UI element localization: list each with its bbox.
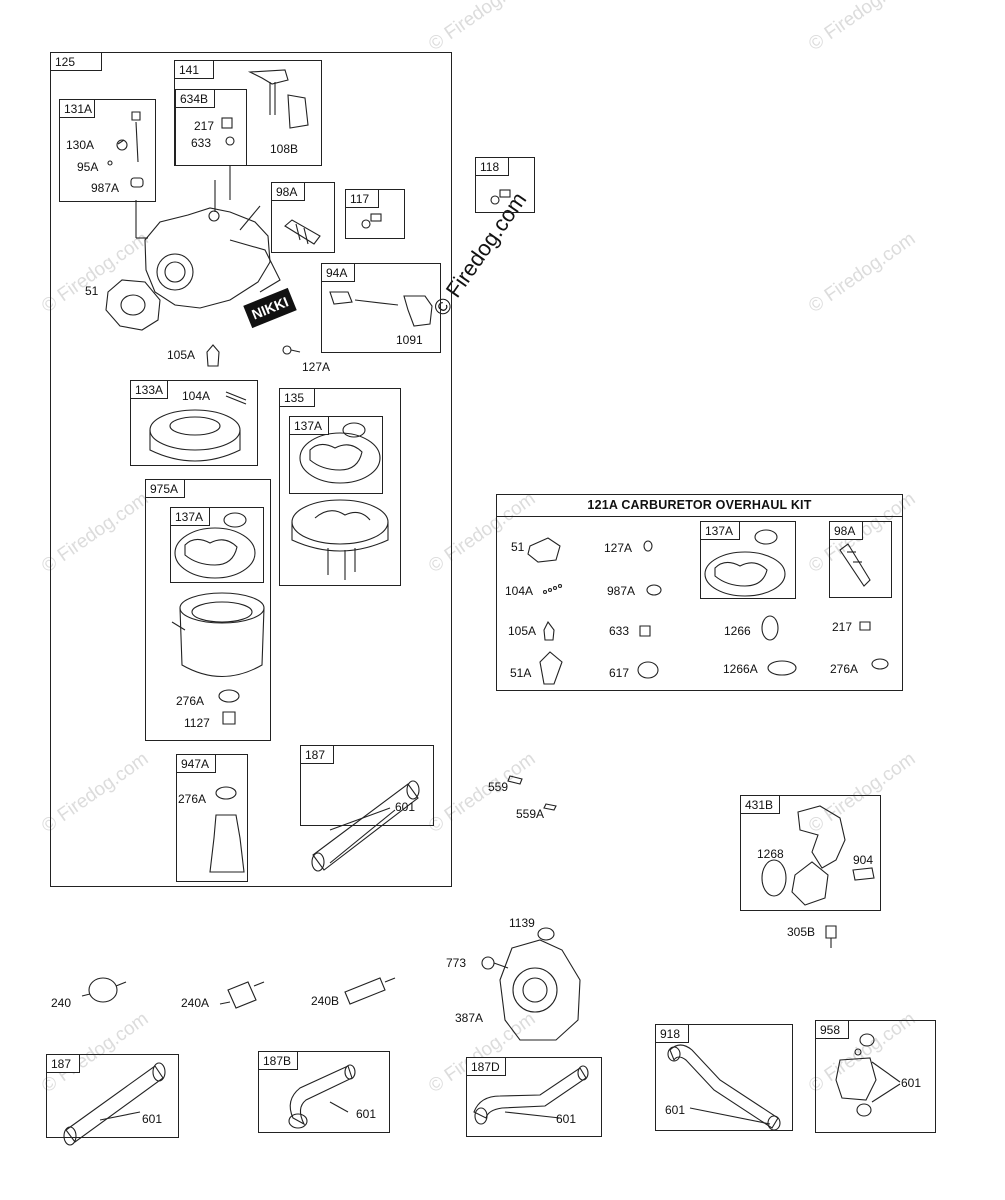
group-tag: 131A xyxy=(59,99,95,118)
group-137A: 137A xyxy=(170,507,264,583)
part-label: 559A xyxy=(516,807,545,821)
group-918: 918 xyxy=(655,1024,793,1131)
kit-item-label: 1266 xyxy=(724,624,751,638)
part-label: 276A xyxy=(176,694,205,708)
part-label: 601 xyxy=(665,1103,686,1117)
group-634B: 634B xyxy=(175,89,247,166)
group-tag: 137A xyxy=(289,416,329,435)
group-98A: 98A xyxy=(271,182,335,253)
group-tag: 137A xyxy=(700,521,740,540)
group-tag: 135 xyxy=(279,388,315,407)
part-label: 95A xyxy=(77,160,99,174)
group-187: 187 xyxy=(300,745,434,826)
group-125: 125 xyxy=(50,52,452,887)
group-947A: 947A xyxy=(176,754,248,882)
kit-item-label: 617 xyxy=(609,666,630,680)
part-label: 276A xyxy=(178,792,207,806)
group-tag: 634B xyxy=(175,89,215,108)
group-tag: 187 xyxy=(46,1054,80,1073)
group-tag: 431B xyxy=(740,795,780,814)
group-187: 187 xyxy=(46,1054,179,1138)
part-label: 130A xyxy=(66,138,95,152)
part-label: 559 xyxy=(488,780,509,794)
group-tag: 94A xyxy=(321,263,355,282)
group-tag: 187D xyxy=(466,1057,506,1076)
part-label: 773 xyxy=(446,956,467,970)
group-431B: 431B xyxy=(740,795,881,911)
part-label: 1139 xyxy=(509,916,535,930)
part-label: 601 xyxy=(901,1076,922,1090)
group-975A: 975A xyxy=(145,479,271,741)
part-label: 601 xyxy=(142,1112,163,1126)
part-label: 104A xyxy=(182,389,211,403)
group-131A: 131A xyxy=(59,99,156,202)
part-label: 240A xyxy=(181,996,210,1010)
part-label: 601 xyxy=(356,1107,377,1121)
kit-item-label: 276A xyxy=(830,662,859,676)
group-tag: 125 xyxy=(50,52,102,71)
group-135: 135 xyxy=(279,388,401,586)
group-187D: 187D xyxy=(466,1057,602,1137)
group-tag: 947A xyxy=(176,754,216,773)
kit-item-label: 127A xyxy=(604,541,633,555)
group-117: 117 xyxy=(345,189,405,239)
group-tag: 98A xyxy=(829,521,863,540)
group-tag: 918 xyxy=(655,1024,689,1043)
part-label: 1127 xyxy=(184,716,210,730)
kit-group-137A: 137A xyxy=(700,521,796,599)
part-label: 240B xyxy=(311,994,340,1008)
kit-item-label: 633 xyxy=(609,624,630,638)
part-label: 633 xyxy=(191,136,212,150)
part-label: 601 xyxy=(395,800,416,814)
group-958: 958 xyxy=(815,1020,936,1133)
group-tag: 187B xyxy=(258,1051,298,1070)
group-137A: 137A xyxy=(289,416,383,494)
part-label: 51 xyxy=(85,284,99,298)
kit-item-label: 987A xyxy=(607,584,636,598)
group-tag: 118 xyxy=(475,157,509,176)
group-187B: 187B xyxy=(258,1051,390,1133)
kit-item-label: 1266A xyxy=(723,662,758,676)
part-label: 1091 xyxy=(396,333,423,347)
part-label: 305B xyxy=(787,925,816,939)
part-label: 601 xyxy=(556,1112,577,1126)
group-tag: 141 xyxy=(174,60,214,79)
part-label: 987A xyxy=(91,181,120,195)
part-label: 904 xyxy=(853,853,874,867)
overhaul-kit-box: 121A CARBURETOR OVERHAUL KIT xyxy=(496,494,903,691)
kit-item-label: 217 xyxy=(832,620,853,634)
group-tag: 133A xyxy=(130,380,168,399)
part-label: 127A xyxy=(302,360,331,374)
part-label: 217 xyxy=(194,119,215,133)
group-tag: 975A xyxy=(145,479,185,498)
overhaul-kit-title: 121A CARBURETOR OVERHAUL KIT xyxy=(587,498,812,512)
group-tag: 117 xyxy=(345,189,379,208)
group-141: 141 xyxy=(174,60,322,166)
kit-item-label: 104A xyxy=(505,584,534,598)
group-118: 118 xyxy=(475,157,535,213)
kit-item-label: 51 xyxy=(511,540,525,554)
group-tag: 137A xyxy=(170,507,210,526)
kit-item-label: 105A xyxy=(508,624,537,638)
part-label: 1268 xyxy=(757,847,784,861)
group-94A: 94A xyxy=(321,263,441,353)
group-tag: 187 xyxy=(300,745,334,764)
part-label: 108B xyxy=(270,142,299,156)
group-133A: 133A xyxy=(130,380,258,466)
group-tag: 958 xyxy=(815,1020,849,1039)
part-label: 105A xyxy=(167,348,196,362)
kit-item-label: 51A xyxy=(510,666,532,680)
part-label: 240 xyxy=(51,996,72,1010)
kit-group-98A: 98A xyxy=(829,521,892,598)
part-label: 387A xyxy=(455,1011,484,1025)
group-tag: 98A xyxy=(271,182,305,201)
